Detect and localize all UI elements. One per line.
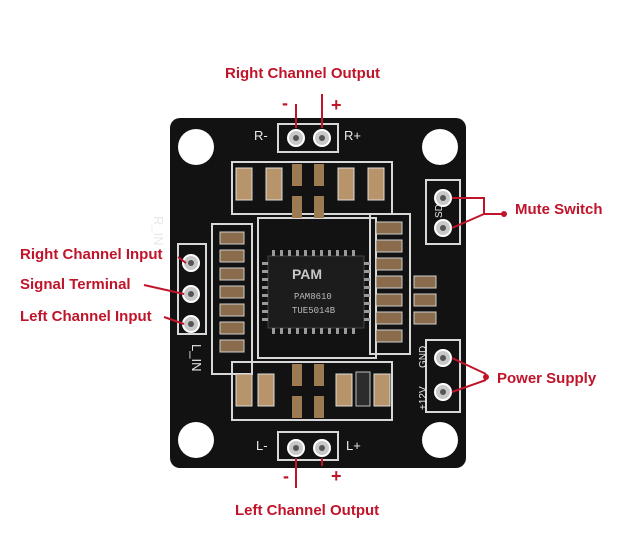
left-output-minus-sign: -	[283, 466, 289, 486]
chip-logo: PAM	[292, 266, 323, 282]
right-output-minus-sign: -	[282, 93, 288, 113]
silk-r-in: R_IN	[151, 216, 166, 246]
mounting-hole	[422, 422, 458, 458]
pad-holes	[188, 135, 446, 451]
chip-model: PAM8610	[294, 292, 332, 302]
silk-r-plus: R+	[344, 128, 361, 143]
power-supply-label: Power Supply	[497, 370, 597, 387]
silk-l-in: L_IN	[189, 344, 204, 372]
left-channel-input-label: Left Channel Input	[20, 308, 152, 325]
right-channel-output-label: Right Channel Output	[225, 65, 380, 82]
output-inductors	[355, 371, 371, 407]
mute-switch-label: Mute Switch	[515, 201, 603, 218]
silk-l-minus: L-	[256, 438, 268, 453]
right-output-plus-sign: +	[331, 95, 342, 115]
resistor-stack-left	[219, 231, 245, 353]
annotation-dots	[483, 211, 507, 380]
silk-gnd: GND	[418, 345, 429, 368]
silk-sd: SD	[434, 204, 445, 218]
left-channel-output-label: Left Channel Output	[235, 502, 380, 519]
resistor-stack-right	[375, 221, 437, 343]
signal-terminal-label: Signal Terminal	[20, 276, 131, 293]
pam8610-chip	[262, 250, 370, 334]
silk-12v: +12V	[418, 386, 429, 410]
capacitors	[235, 167, 391, 407]
annotation-lines	[143, 94, 504, 488]
mounting-hole	[178, 422, 214, 458]
silk-r-minus: R-	[254, 128, 268, 143]
left-output-plus-sign: +	[331, 466, 342, 486]
right-channel-input-label: Right Channel Input	[20, 246, 163, 263]
ceramic-capacitors	[292, 164, 324, 418]
chip-code: TUE5014B	[292, 306, 336, 316]
mounting-hole	[178, 129, 214, 165]
silk-l-plus: L+	[346, 438, 361, 453]
mounting-hole	[422, 129, 458, 165]
